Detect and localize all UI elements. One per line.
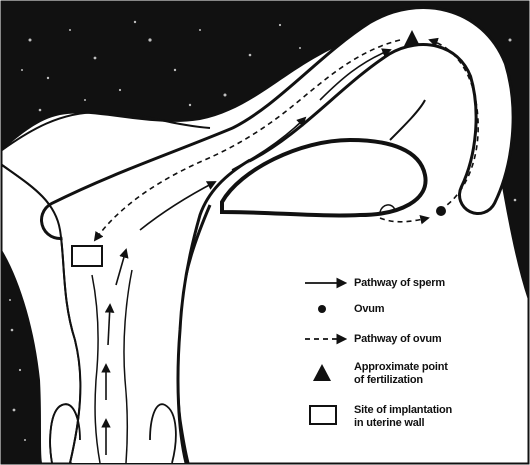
legend-implantation-label-2: in uterine wall (354, 417, 424, 430)
legend-fertilization-label-1: Approximate point (354, 361, 448, 374)
implantation-marker (72, 246, 102, 266)
legend-ovum-symbol (318, 305, 326, 313)
legend-ovum-path-label: Pathway of ovum (354, 333, 441, 346)
legend-implantation-label-1: Site of implantation (354, 404, 452, 417)
legend-ovum-label: Ovum (354, 303, 384, 316)
legend-sperm-label: Pathway of sperm (354, 277, 445, 290)
legend-fertilization-label-2: of fertilization (354, 374, 423, 387)
ovum-marker (436, 206, 446, 216)
legend-implantation-symbol (310, 406, 336, 424)
